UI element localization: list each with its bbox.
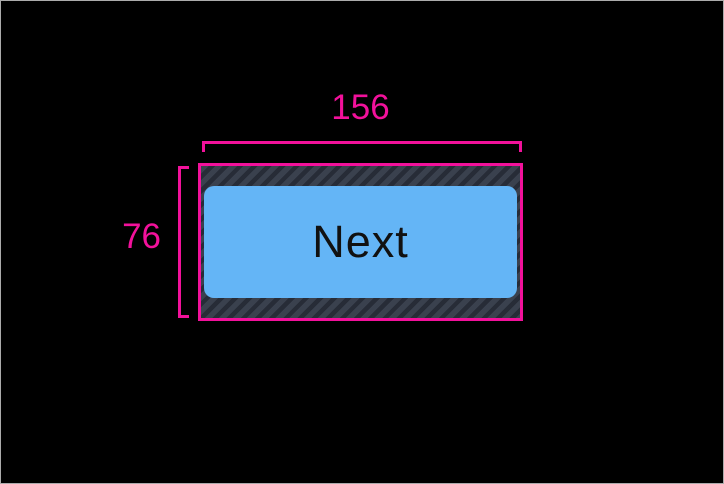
height-measure-bracket [178,166,189,318]
width-dimension-label: 156 [331,88,390,127]
width-measure-bracket [202,141,522,152]
next-button[interactable]: Next [204,186,517,298]
height-dimension-label: 76 [122,217,161,256]
next-button-label: Next [312,216,409,267]
selected-widget-highlight: Next [198,163,523,321]
